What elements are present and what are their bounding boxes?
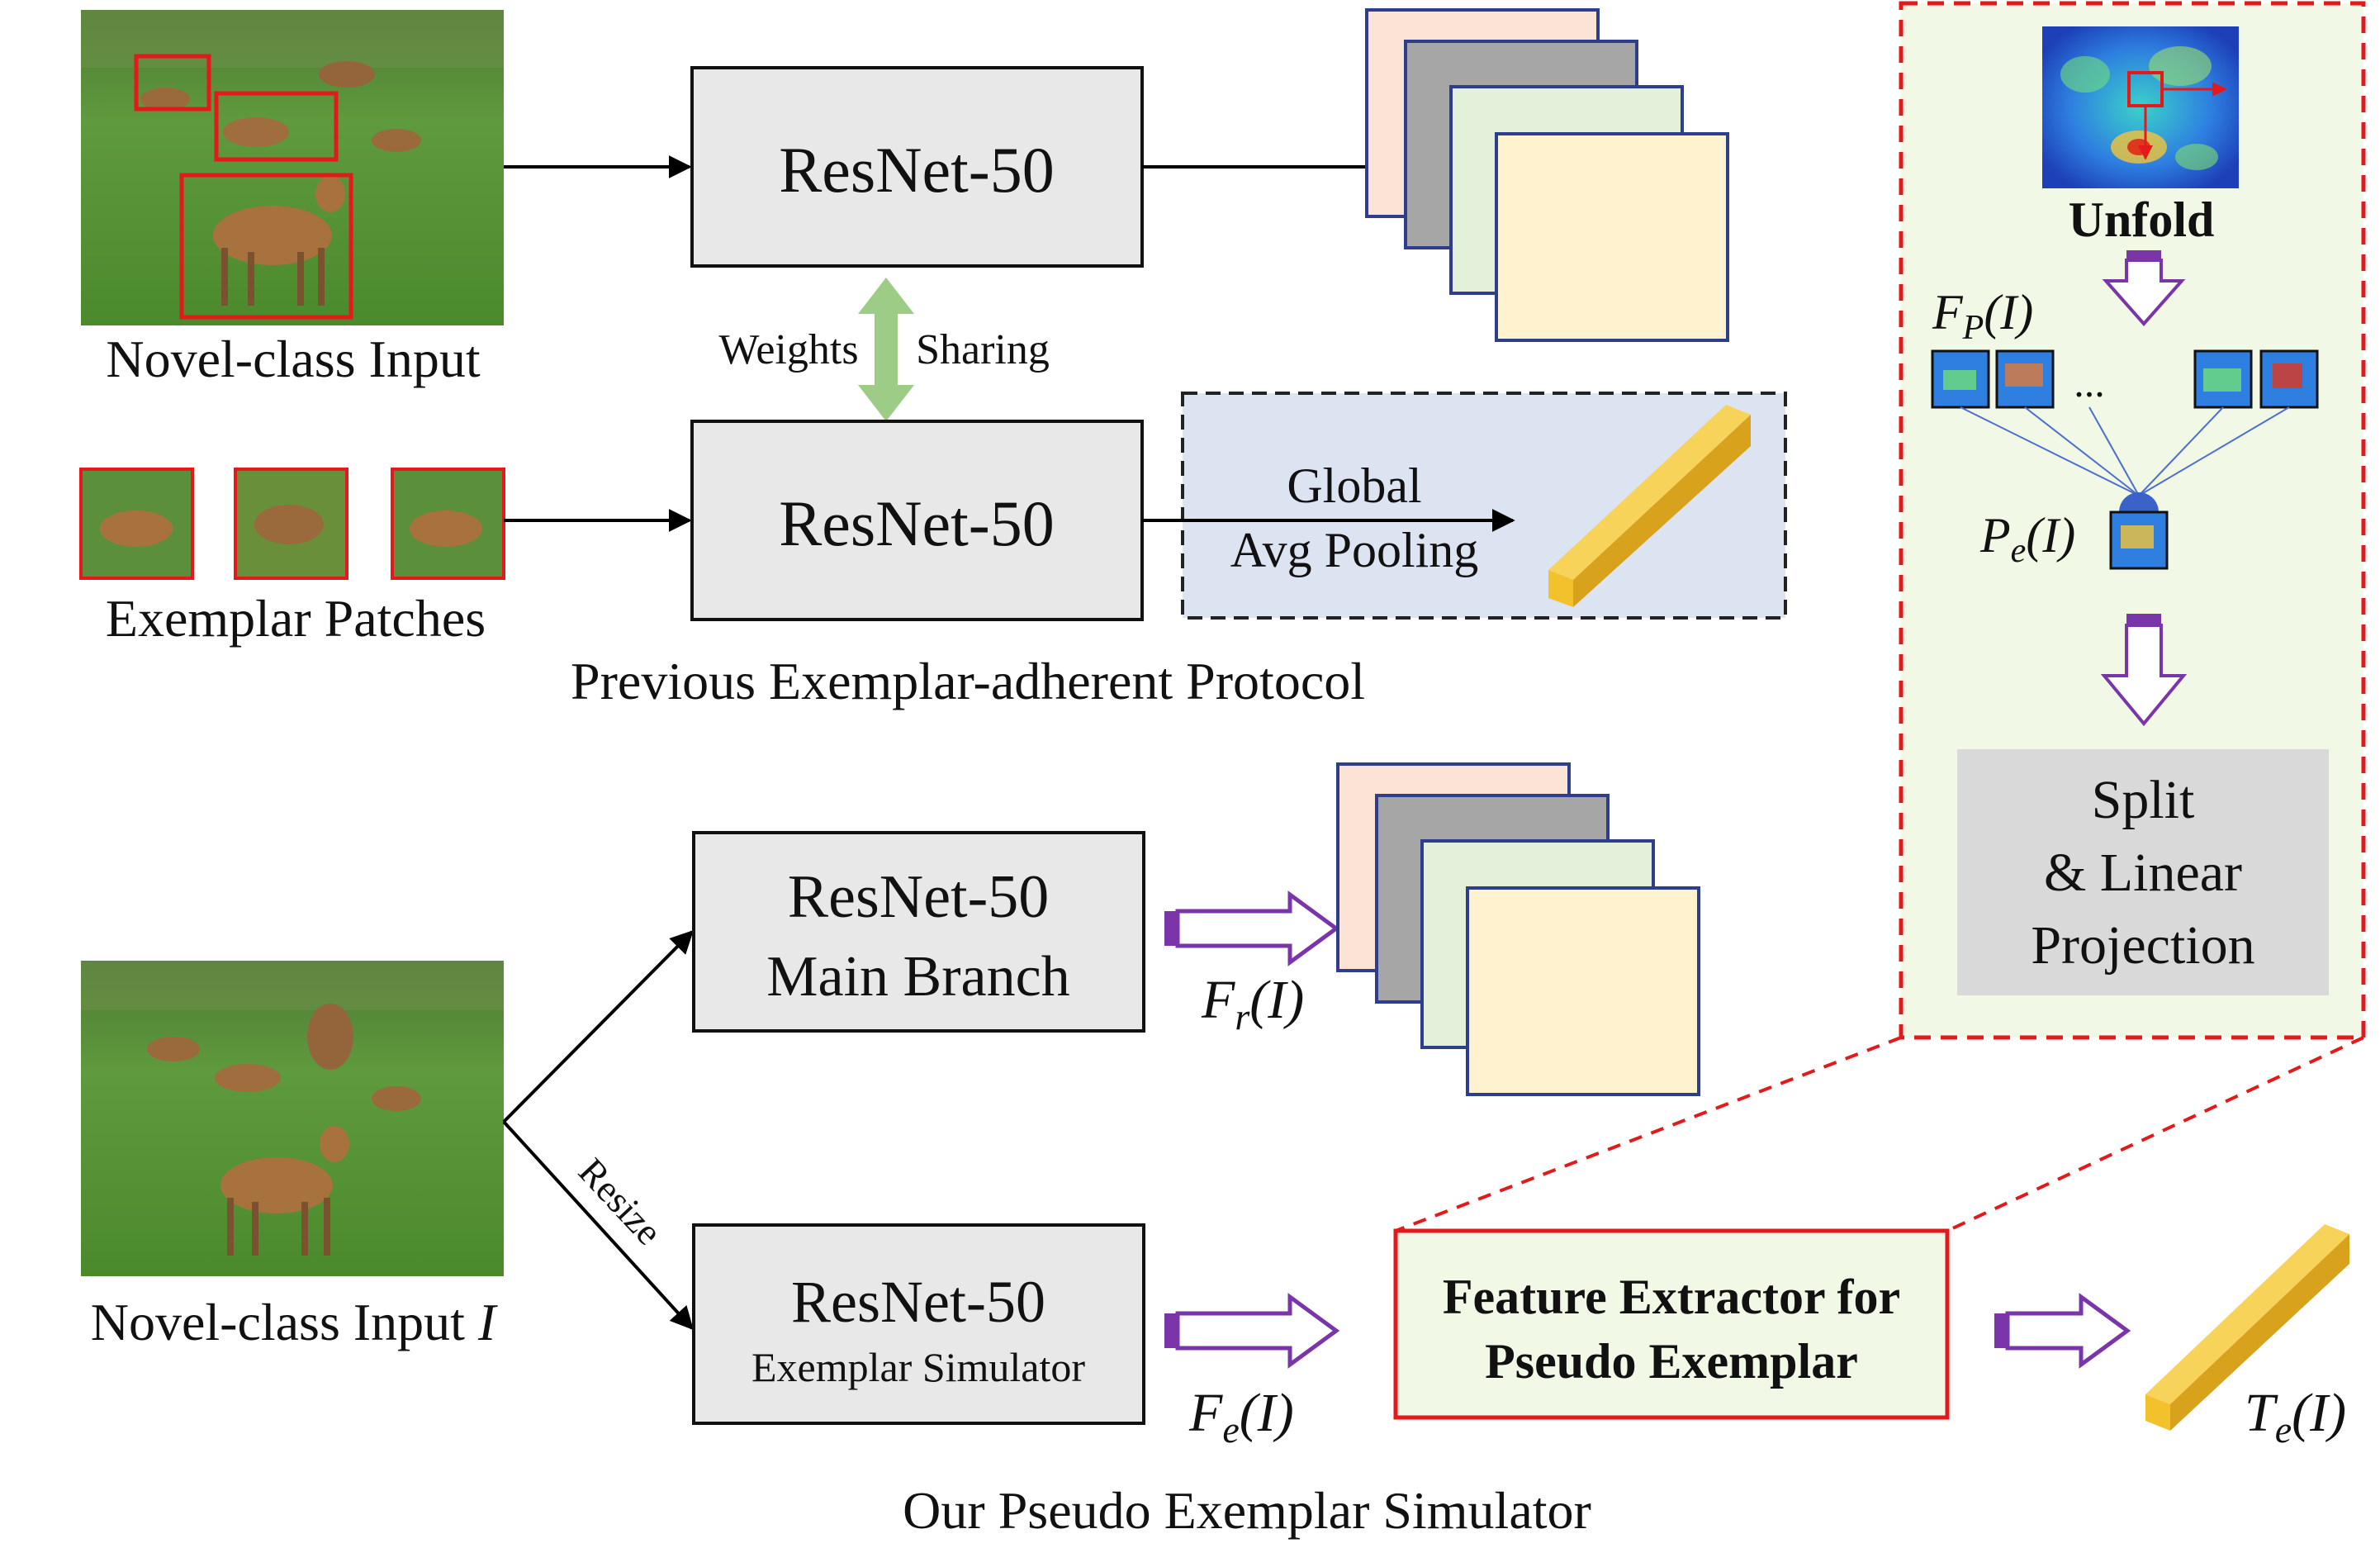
feature-extractor-box <box>1393 1228 1950 1420</box>
simulator-line1: ResNet-50 <box>791 1269 1045 1335</box>
te-label: Te(I) <box>2245 1383 2346 1451</box>
projection-down-arrow <box>2100 614 2188 727</box>
resnet-mid-box <box>690 420 1144 621</box>
exemplar-patch-1 <box>79 468 194 580</box>
exemplar-patch-3 <box>391 468 505 580</box>
global-pooling-box <box>1181 392 1787 620</box>
pooling-label-line2: Avg Pooling <box>1230 523 1479 577</box>
main-branch-box <box>692 831 1145 1033</box>
pe-label: Pe(I) <box>1979 508 2075 570</box>
split-line3: Projection <box>2031 915 2254 976</box>
fp-label: FP(I) <box>1932 285 2033 347</box>
resnet-top-label: ResNet-50 <box>779 134 1055 206</box>
arrow-simulator-to-extractor <box>1164 1293 1340 1369</box>
patch-connector-lines <box>1960 406 2290 496</box>
unfold-label: Unfold <box>2069 192 2215 247</box>
split-line2: & Linear <box>2044 843 2242 903</box>
fe-label: Fe(I) <box>1188 1383 1294 1451</box>
novel-input-image-top <box>81 10 504 325</box>
sharing-label: Sharing <box>916 326 1050 373</box>
output-vector-bar <box>2145 1224 2349 1431</box>
exemplar-simulator-box <box>692 1223 1145 1425</box>
extractor-line2: Pseudo Exemplar <box>1485 1334 1858 1389</box>
pseudo-exemplar-patch <box>2109 510 2169 570</box>
arrow-main-to-fmaps <box>1164 890 1340 966</box>
resnet-top-box <box>690 66 1144 268</box>
arrow-to-main-branch <box>502 930 694 1123</box>
arrow-to-simulator <box>502 1120 694 1331</box>
main-branch-line2: Main Branch <box>766 945 1069 1009</box>
unfold-down-arrow <box>2102 250 2186 327</box>
pseudo-exemplar-hotspot <box>2121 525 2154 548</box>
arrow-extractor-to-output <box>1994 1293 2131 1369</box>
simulator-line2: Exemplar Simulator <box>751 1344 1085 1390</box>
feature-maps-bottom <box>1336 762 1700 1096</box>
zoom-line-right <box>1946 1036 2364 1232</box>
novel-input-label-bottom: Novel-class Input I <box>91 1293 498 1351</box>
detection-box-1 <box>134 54 211 112</box>
weights-label: Weights <box>718 326 858 373</box>
pooling-label-line1: Global <box>1287 458 1421 513</box>
main-branch-line1: ResNet-50 <box>788 863 1050 931</box>
simulator-caption: Our Pseudo Exemplar Simulator <box>903 1481 1591 1540</box>
resnet-mid-label: ResNet-50 <box>779 487 1055 559</box>
weights-sharing-arrow <box>858 278 914 421</box>
exemplar-patches-label: Exemplar Patches <box>106 589 486 648</box>
feature-maps-top <box>1365 8 1729 342</box>
novel-input-image-bottom <box>81 961 504 1276</box>
fr-label: Fr(I) <box>1201 970 1304 1038</box>
protocol-caption: Previous Exemplar-adherent Protocol <box>571 652 1365 710</box>
split-line1: Split <box>2092 770 2195 830</box>
detection-box-2 <box>214 91 339 162</box>
aggregation-node <box>2119 492 2159 512</box>
pooled-vector-bar <box>1548 405 1751 607</box>
exemplar-patch-2 <box>234 468 348 580</box>
split-projection-box <box>1957 749 2329 995</box>
patch-dots: ... <box>2074 359 2105 406</box>
zoom-line-left <box>1395 1036 1902 1232</box>
resize-label: Resize <box>571 1150 671 1252</box>
extractor-line1: Feature Extractor for <box>1443 1270 1900 1324</box>
novel-input-label-top: Novel-class Input <box>106 330 480 388</box>
patch-row <box>1931 349 2319 409</box>
detection-box-3 <box>179 173 353 320</box>
